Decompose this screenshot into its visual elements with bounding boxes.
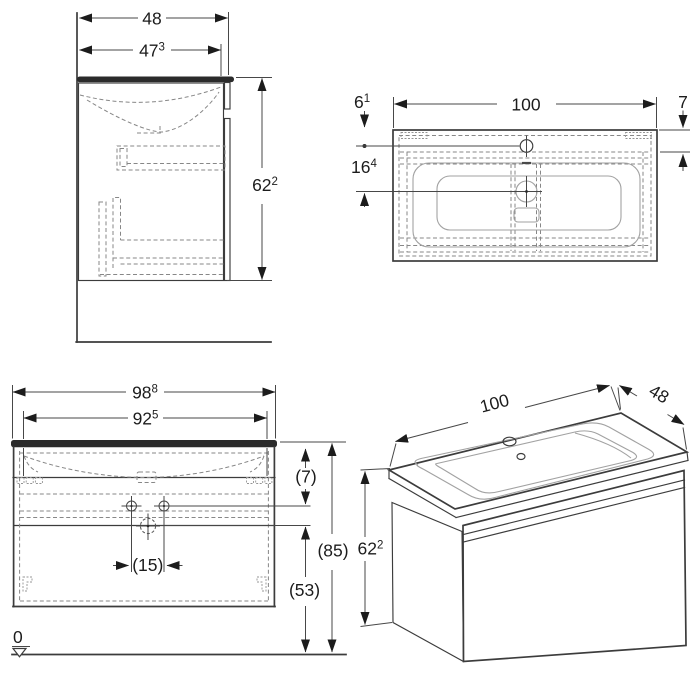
- dim-persp-depth-label: 48: [646, 380, 673, 407]
- floor-datum: 0: [11, 627, 30, 658]
- plan-view: 100 61 164 7: [351, 92, 690, 262]
- front-view: 988 925 (7) (15) (85): [11, 383, 349, 658]
- dim-plan-width: 100: [393, 95, 657, 128]
- dim-front-inner-width-label: 925: [133, 409, 159, 429]
- front-siphon-outlet: [136, 513, 311, 540]
- dim-front-width-label: 988: [132, 383, 158, 403]
- dim-side-height: 622: [227, 77, 278, 281]
- persp-cabinet-left-face: [391, 501, 465, 663]
- dim-front-holes-spacing: (15): [113, 555, 183, 575]
- dim-front-offset-holes: (7): [295, 448, 317, 505]
- front-washbasin-slab: [11, 440, 277, 448]
- dim-persp-width-label: 100: [478, 390, 512, 417]
- side-lower-drawer-dashed: [98, 197, 224, 277]
- dim-front-height-top-label: (85): [317, 541, 348, 561]
- dim-plan-rim: 7: [659, 92, 690, 171]
- plan-rim-dashed-lines: [400, 151, 650, 253]
- dim-front-width: 988: [12, 383, 276, 439]
- dim-plan-tap-setback: 61: [354, 92, 520, 148]
- front-cabinet-outline: [12, 446, 276, 608]
- dim-side-top-width: 473: [79, 41, 222, 76]
- dim-side-width-label: 48: [142, 9, 161, 29]
- dim-plan-rim-label: 7: [678, 92, 688, 112]
- floor-datum-label: 0: [13, 627, 23, 647]
- dim-front-offset-holes-label: (7): [295, 467, 316, 487]
- dim-front-height-top: (85): [280, 441, 349, 653]
- dim-front-height-clearance-label: (53): [289, 580, 320, 600]
- side-washbasin-slab: [77, 76, 234, 83]
- dim-persp-height: 622: [358, 468, 393, 627]
- plan-tap-hole: [519, 135, 534, 165]
- dim-side-width: 48: [79, 9, 229, 75]
- dim-persp-height-label: 622: [358, 539, 384, 559]
- persp-basin-outline: [414, 422, 655, 500]
- persp-drawer-gap-lines: [462, 479, 686, 543]
- dim-plan-width-label: 100: [511, 95, 540, 115]
- plan-drain: [511, 176, 542, 207]
- side-cabinet-outline: [77, 82, 225, 282]
- plan-mounting-strips: [400, 132, 652, 139]
- dim-side-top-width-label: 473: [139, 41, 165, 61]
- plan-basin-outline: [412, 162, 641, 248]
- persp-cabinet-front-face: [462, 469, 687, 663]
- dim-side-height-label: 622: [252, 175, 278, 195]
- persp-slab-edges: [388, 451, 689, 519]
- dim-front-holes-spacing-label: (15): [132, 555, 163, 575]
- dim-front-inner-width: 925: [23, 409, 268, 476]
- side-view: 48 473 622: [75, 9, 278, 343]
- datum-triangle-icon: [11, 647, 28, 658]
- side-wall-and-floor-lines: [75, 12, 272, 343]
- plan-washbasin-outline: [392, 129, 658, 262]
- front-basin-dashed: [20, 452, 268, 483]
- dim-front-height-clearance: (53): [289, 526, 320, 653]
- dim-plan-tap-setback-label: 61: [354, 92, 370, 112]
- plan-cabinet-dashed: [398, 135, 652, 257]
- dim-plan-drain-setback-label: 164: [351, 157, 377, 177]
- side-front-panel: [223, 81, 231, 282]
- side-basin-bowl-dashed: [79, 86, 222, 134]
- side-upper-drawer-dashed: [116, 145, 226, 171]
- persp-overflow-hole: [516, 452, 526, 461]
- dim-plan-drain-setback: 164: [351, 157, 515, 207]
- perspective-view: 100 48 622: [358, 380, 690, 663]
- persp-tap-hole: [502, 436, 517, 447]
